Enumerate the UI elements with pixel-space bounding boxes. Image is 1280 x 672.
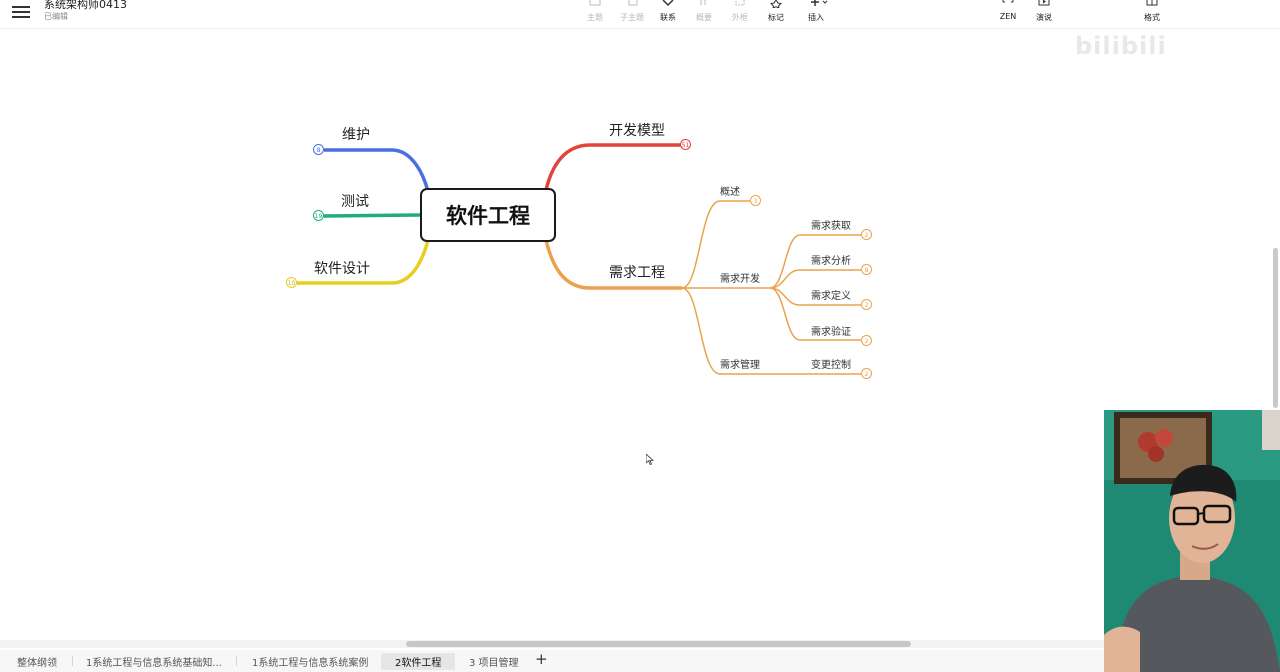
collapse-badge-req-definition[interactable]: 2 — [861, 299, 872, 310]
collapse-badge-req-acquisition[interactable]: 2 — [861, 229, 872, 240]
subtopic-req-management[interactable]: 需求管理 — [720, 360, 760, 371]
zen-label: ZEN — [999, 12, 1017, 21]
branch-line-analysis — [769, 269, 861, 289]
format-label: 格式 — [1144, 13, 1160, 22]
collapse-badge-dev-model[interactable]: 51 — [680, 139, 691, 150]
play-icon — [1038, 0, 1050, 6]
subtopic-button[interactable]: 子主题 — [612, 0, 652, 26]
topic-icon — [589, 0, 601, 6]
branch-line-req-mgmt — [681, 287, 770, 375]
branch-line-req-eng — [544, 239, 682, 290]
subtopic-icon — [628, 0, 638, 6]
branch-line-dev-model — [544, 143, 681, 191]
vertical-scrollbar[interactable] — [1273, 248, 1278, 408]
mouse-cursor-icon — [646, 454, 654, 465]
sheet-tab-bar: 整体纲领 1系统工程与信息系统基础知... 1系统工程与信息系统案例 2软件工程… — [0, 650, 1104, 672]
topic-label: 主题 — [587, 13, 603, 22]
central-topic[interactable]: 软件工程 — [420, 188, 556, 242]
subtopic-req-analysis[interactable]: 需求分析 — [811, 256, 851, 267]
present-button[interactable]: 演说 — [1024, 0, 1064, 26]
top-toolbar: 系统架构师0413 已编辑 主题 子主题 联系 概要 外框 标记 插入 ZEN … — [0, 0, 1280, 29]
fullscreen-icon — [1002, 0, 1014, 3]
tab-divider — [72, 656, 73, 666]
branch-line-acquire — [769, 234, 861, 289]
format-button[interactable]: 格式 — [1132, 0, 1172, 26]
format-icon — [1146, 0, 1158, 6]
bilibili-watermark: bilibili — [1075, 32, 1167, 60]
summary-label: 概要 — [696, 13, 712, 22]
plus-icon — [811, 0, 828, 6]
subtopic-req-definition[interactable]: 需求定义 — [811, 291, 851, 302]
subtopic-req-acquisition[interactable]: 需求获取 — [811, 221, 851, 232]
collapse-badge-software-design[interactable]: 10 — [286, 277, 297, 288]
subtopic-req-validation[interactable]: 需求验证 — [811, 327, 851, 338]
tab-divider — [236, 656, 237, 666]
relationship-icon — [662, 0, 674, 7]
topic-software-design[interactable]: 软件设计 — [314, 261, 370, 277]
collapse-badge-req-validation[interactable]: 2 — [861, 335, 872, 346]
topic-req-engineering[interactable]: 需求工程 — [609, 265, 665, 281]
insert-label: 插入 — [808, 13, 824, 22]
star-icon — [769, 0, 783, 8]
collapse-badge-testing[interactable]: 19 — [313, 210, 324, 221]
collapse-badge-maintenance[interactable]: 8 — [313, 144, 324, 155]
sheet-tab-software-engineering[interactable]: 2软件工程 — [381, 653, 456, 670]
insert-button[interactable]: 插入 — [796, 0, 836, 26]
document-title[interactable]: 系统架构师0413 — [44, 0, 127, 11]
branch-line-overview — [681, 200, 750, 289]
marker-button[interactable]: 标记 — [756, 0, 796, 26]
document-status: 已编辑 — [44, 12, 68, 21]
present-label: 演说 — [1036, 13, 1052, 22]
branch-line-maintenance — [324, 148, 432, 201]
boundary-label: 外框 — [732, 13, 748, 22]
topic-button[interactable]: 主题 — [575, 0, 615, 26]
branch-line-definition — [769, 287, 861, 306]
subtopic-req-development[interactable]: 需求开发 — [720, 274, 760, 285]
branch-line-validation — [769, 287, 861, 341]
topic-testing[interactable]: 测试 — [341, 194, 369, 210]
boundary-icon — [735, 0, 745, 6]
topic-maintenance[interactable]: 维护 — [342, 127, 370, 143]
relationship-label: 联系 — [660, 13, 676, 22]
subtopic-change-control[interactable]: 变更控制 — [811, 360, 851, 371]
sheet-tab-system-basics[interactable]: 1系统工程与信息系统基础知... — [86, 658, 222, 669]
collapse-badge-overview[interactable]: 3 — [750, 195, 761, 206]
subtopic-label: 子主题 — [620, 13, 644, 22]
boundary-button[interactable]: 外框 — [720, 0, 760, 26]
sheet-tab-system-cases[interactable]: 1系统工程与信息系统案例 — [252, 658, 369, 669]
hamburger-menu-icon[interactable] — [12, 3, 30, 19]
topic-dev-model[interactable]: 开发模型 — [609, 123, 665, 139]
relationship-button[interactable]: 联系 — [648, 0, 688, 26]
collapse-badge-req-analysis[interactable]: 8 — [861, 264, 872, 275]
sheet-tab-project-management[interactable]: 3 项目管理 — [469, 658, 519, 669]
zen-button[interactable]: ZEN — [988, 0, 1028, 26]
presenter-webcam-video — [1104, 410, 1280, 672]
branch-line-testing — [323, 213, 421, 218]
marker-label: 标记 — [768, 13, 784, 22]
sheet-tab-overview[interactable]: 整体纲领 — [17, 658, 57, 669]
summary-button[interactable]: 概要 — [684, 0, 724, 26]
subtopic-overview[interactable]: 概述 — [720, 187, 740, 198]
add-sheet-plus-icon[interactable]: + — [535, 650, 548, 668]
collapse-badge-change-control[interactable]: 2 — [861, 368, 872, 379]
horizontal-scrollbar-thumb[interactable] — [406, 641, 911, 647]
summary-icon — [700, 0, 706, 5]
